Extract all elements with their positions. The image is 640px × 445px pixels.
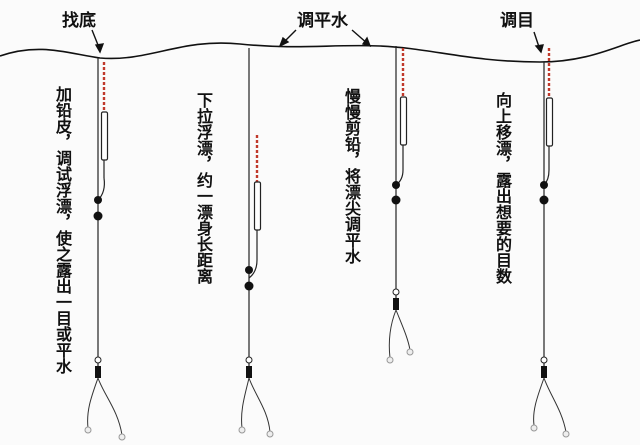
hook bbox=[562, 430, 570, 438]
label-adjust-mesh: 调目 bbox=[500, 11, 534, 31]
pointer-arrows bbox=[91, 29, 544, 54]
hook bbox=[406, 348, 414, 356]
rig-adjust-level bbox=[386, 46, 414, 364]
split-shot bbox=[540, 181, 548, 189]
instruction-step1: 加铅皮，调试浮漂，使之露出一目或平水 bbox=[53, 86, 72, 374]
lead-sinker bbox=[246, 366, 252, 378]
instruction-step3: 慢慢剪铅，将漂尖调平水 bbox=[342, 88, 361, 264]
swivel-ring bbox=[392, 288, 400, 296]
rig-find-bottom bbox=[84, 58, 126, 441]
float-body bbox=[253, 181, 262, 231]
rig-adjust-mesh bbox=[530, 48, 570, 438]
lead-sinker bbox=[393, 298, 399, 310]
swivel-ring bbox=[245, 356, 253, 364]
swivel-ring bbox=[540, 356, 548, 364]
hook bbox=[386, 356, 394, 364]
float-body bbox=[100, 111, 109, 161]
instruction-step2: 下拉浮漂，约一漂身长距离 bbox=[194, 92, 213, 284]
swivel-ring bbox=[94, 356, 102, 364]
label-find-bottom: 找底 bbox=[62, 11, 96, 31]
hook bbox=[530, 424, 538, 432]
hook bbox=[266, 430, 274, 438]
hook bbox=[238, 426, 246, 434]
hook bbox=[118, 433, 126, 441]
water-surface-line bbox=[0, 39, 640, 63]
float-body bbox=[545, 97, 554, 147]
label-adjust-level: 调平水 bbox=[297, 11, 348, 31]
split-shot bbox=[94, 196, 102, 204]
split-shot bbox=[93, 211, 103, 221]
split-shot bbox=[245, 266, 253, 274]
lead-sinker bbox=[95, 366, 101, 378]
lead-sinker bbox=[541, 366, 547, 378]
split-shot bbox=[392, 181, 400, 189]
rig-pull-down bbox=[238, 48, 274, 438]
instruction-step4: 向上移漂，露出想要的目数 bbox=[493, 92, 512, 284]
split-shot bbox=[391, 195, 401, 205]
split-shot bbox=[244, 281, 254, 291]
hook bbox=[84, 426, 92, 434]
split-shot bbox=[539, 195, 549, 205]
float-body bbox=[399, 96, 408, 146]
